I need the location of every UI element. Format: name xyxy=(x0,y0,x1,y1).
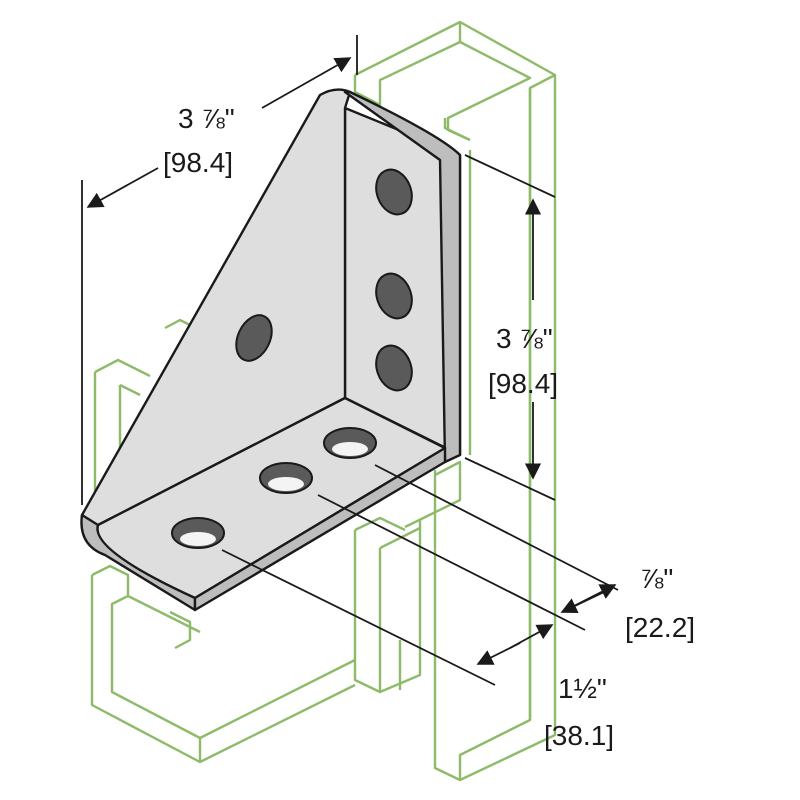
edge-offset-imperial: 1½" xyxy=(558,673,607,704)
dimension-hole-spacing: ⅞" [22.2] xyxy=(317,464,695,643)
lower-right-strut-channel xyxy=(353,460,462,694)
bolt-hole xyxy=(375,272,413,320)
top-width-imperial: 3 ⅞" xyxy=(178,103,235,134)
edge-offset-metric: [38.1] xyxy=(544,720,614,751)
bolt-hole xyxy=(375,168,413,216)
bolt-hole xyxy=(375,344,413,392)
top-width-metric: [98.4] xyxy=(163,147,233,178)
right-height-imperial: 3 ⅞" xyxy=(496,323,553,354)
gusset-hole xyxy=(235,314,273,362)
hole-spacing-metric: [22.2] xyxy=(625,612,695,643)
bolt-hole xyxy=(259,462,313,494)
gusset-bracket-plate xyxy=(80,88,462,612)
hole-spacing-imperial: ⅞" xyxy=(640,563,673,594)
dimension-edge-offset: 1½" [38.1] xyxy=(221,549,614,751)
vertical-leg-holes xyxy=(375,168,413,392)
dimension-top-width: 3 ⅞" [98.4] xyxy=(81,35,358,505)
bolt-hole xyxy=(323,427,377,459)
right-height-metric: [98.4] xyxy=(488,368,558,399)
vertical-strut-channel xyxy=(353,20,557,782)
bolt-hole xyxy=(171,517,225,549)
lower-left-strut-channel xyxy=(90,564,356,764)
dimension-right-height: 3 ⅞" [98.4] xyxy=(464,154,558,501)
horizontal-leg-holes xyxy=(171,427,377,549)
